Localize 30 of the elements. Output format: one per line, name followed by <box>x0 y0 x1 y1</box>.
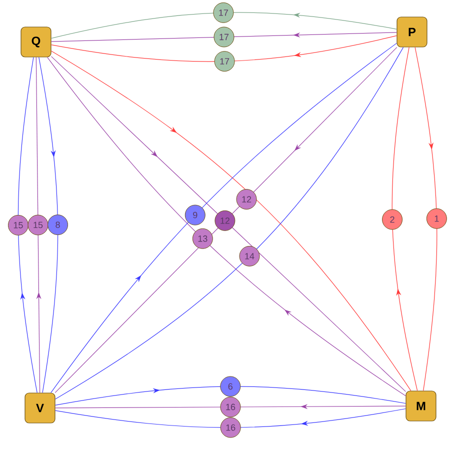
edge-label: 12 <box>236 189 257 210</box>
edge-label: 16 <box>220 396 241 418</box>
vertex-box: V <box>24 392 56 424</box>
edge-label: 2 <box>382 209 403 230</box>
edge-label: 9 <box>184 204 206 226</box>
arrow <box>18 57 38 393</box>
arrow <box>55 386 406 406</box>
edge-label: 17 <box>214 26 234 48</box>
edge-label: 8 <box>48 214 68 236</box>
vertex-box: Q <box>20 26 52 58</box>
arrow <box>51 35 397 62</box>
vertex-box: M <box>406 390 436 422</box>
edge-label: 13 <box>192 228 213 249</box>
arrow <box>55 408 406 428</box>
edge-label: 15 <box>28 214 48 236</box>
edge-label: 15 <box>8 214 28 236</box>
edge-label: 16 <box>220 417 241 438</box>
edge-label: 17 <box>213 2 234 23</box>
arrow <box>55 404 406 410</box>
vertex-box: P <box>396 16 428 48</box>
edge-label: 12 <box>214 210 236 231</box>
arrow <box>414 47 438 391</box>
edge-label: 6 <box>220 376 241 397</box>
edge-label: 14 <box>239 246 260 266</box>
arrow <box>392 47 418 391</box>
edge-label: 1 <box>426 208 447 229</box>
arrow <box>51 12 397 39</box>
arrow <box>51 32 397 42</box>
arrow <box>38 57 58 393</box>
edge-label: 17 <box>214 51 235 72</box>
